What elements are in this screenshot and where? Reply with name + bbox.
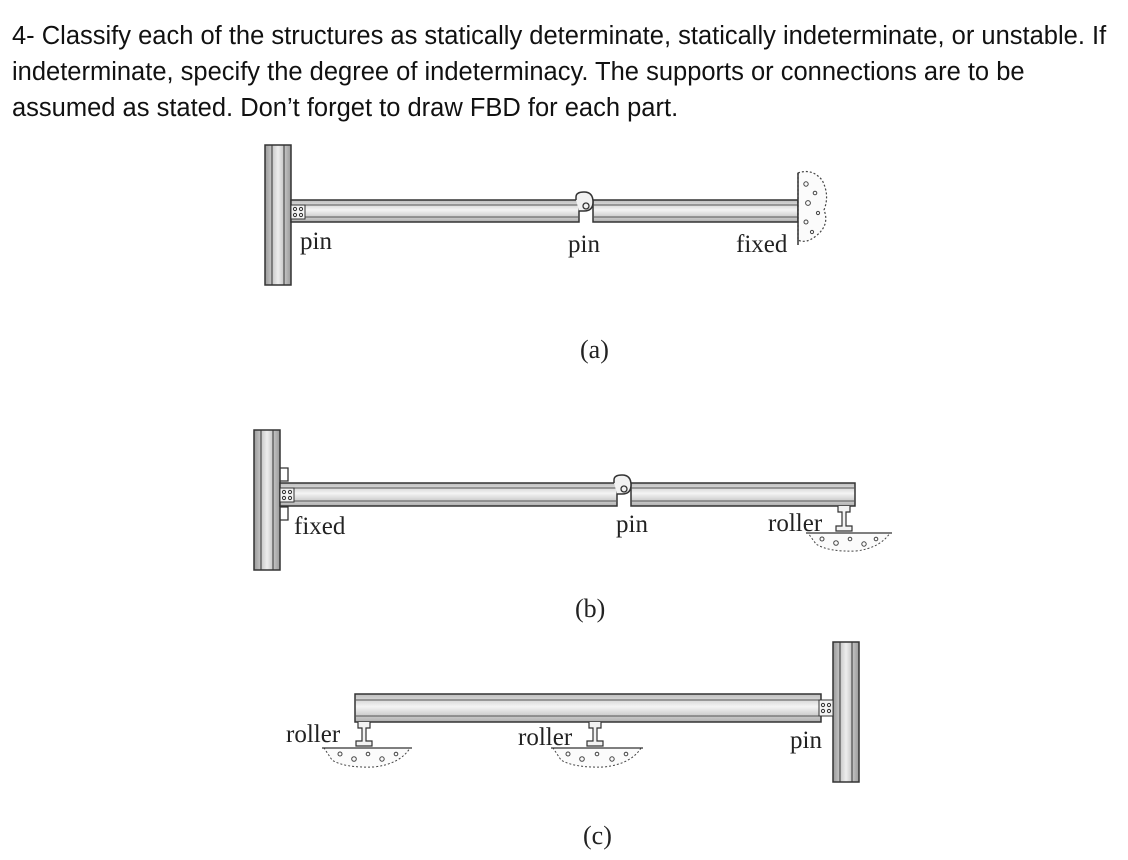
label-b-middle-connection: pin [616, 511, 648, 538]
question-text: 4- Classify each of the structures as st… [12, 22, 1107, 122]
figure-c: roller roller pin (c) [286, 641, 860, 850]
label-c-right-support: pin [790, 727, 822, 754]
pin-hinge-b [613, 474, 632, 495]
roller-support-c-middle [551, 722, 643, 768]
label-a-left-support: pin [300, 228, 332, 255]
pin-hinge-a [575, 191, 594, 212]
beam-segment-b2 [630, 482, 856, 507]
caption-b: (b) [575, 594, 605, 623]
label-b-left-support: fixed [294, 513, 346, 540]
label-a-right-support: fixed [736, 231, 788, 258]
roller-support-c-left [322, 722, 412, 768]
label-c-left-support: roller [286, 721, 341, 748]
label-b-right-support: roller [768, 510, 823, 537]
wall-column-a [264, 144, 292, 286]
figure-b: fixed pin roller (b) [253, 429, 892, 623]
wall-column-c [832, 641, 860, 783]
roller-support-b [806, 506, 892, 552]
pin-connection-plate-a [290, 204, 306, 220]
label-c-middle-support: roller [518, 724, 573, 751]
pin-connection-plate-c [818, 699, 834, 717]
wall-column-b [253, 429, 281, 571]
beam-segment-a1 [290, 199, 580, 223]
beam-c [354, 693, 822, 723]
label-a-middle-connection: pin [568, 231, 600, 258]
caption-a: (a) [580, 335, 609, 364]
figure-a: pin pin fixed (a) [264, 144, 828, 364]
beam-segment-b1 [279, 482, 618, 507]
fixed-rock-support-a [797, 170, 828, 245]
caption-c: (c) [583, 821, 612, 850]
fixed-bracket-b [280, 467, 289, 521]
fixed-connection-plate-b [279, 487, 295, 503]
beam-segment-a2 [592, 199, 799, 223]
